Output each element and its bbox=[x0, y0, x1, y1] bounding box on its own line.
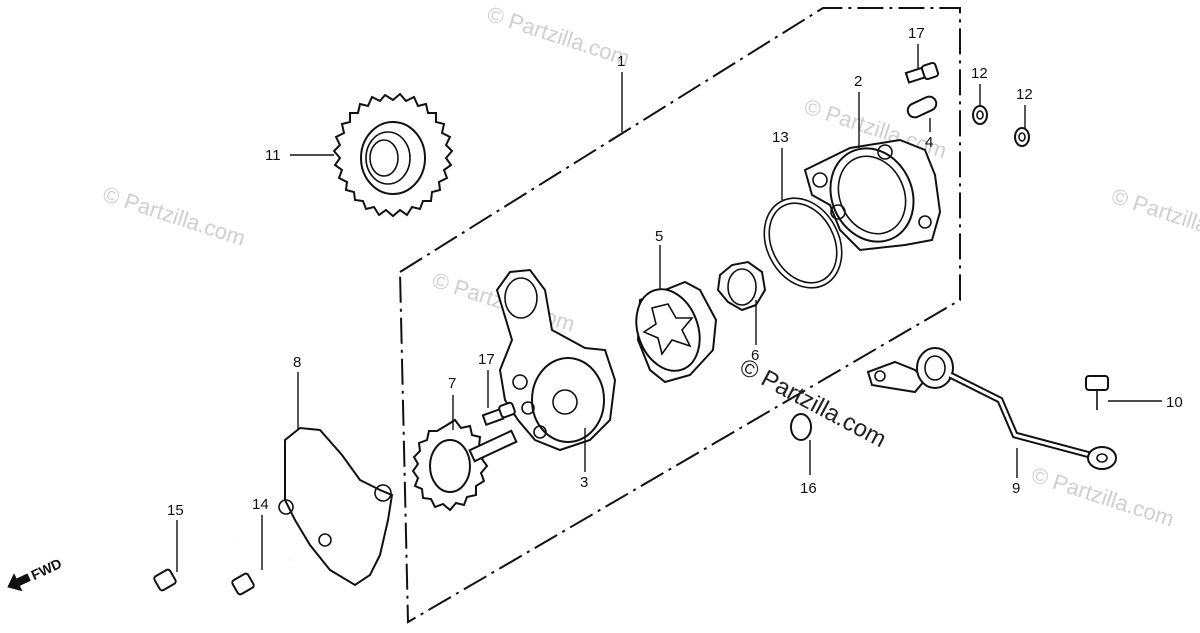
center-watermark: © Partzilla.com bbox=[735, 353, 890, 453]
callout-9: 9 bbox=[1012, 480, 1020, 497]
callout-7: 7 bbox=[448, 375, 456, 392]
watermark-text: © Partzilla.com bbox=[1029, 462, 1178, 532]
callouts: 1 2 3 4 5 6 7 8 9 10 11 12 12 13 14 15 1… bbox=[167, 25, 1183, 519]
callout-15: 15 bbox=[167, 502, 184, 519]
watermark-layer: © Partzilla.com © Partzilla.com © Partzi… bbox=[100, 1, 1200, 532]
callout-11: 11 bbox=[265, 147, 281, 164]
callout-5: 5 bbox=[655, 228, 663, 245]
screw-17-lower bbox=[481, 401, 516, 427]
bolt-15 bbox=[153, 537, 240, 592]
callout-2: 2 bbox=[854, 73, 862, 90]
watermark-text: © Partzilla.com bbox=[100, 181, 249, 251]
bolt-10 bbox=[1085, 375, 1109, 410]
outer-rotor-5 bbox=[635, 280, 718, 384]
cover-8 bbox=[278, 426, 394, 587]
washer-12-a bbox=[972, 105, 988, 125]
inner-rotor-6 bbox=[716, 260, 767, 312]
plug-16 bbox=[790, 407, 832, 441]
leader-lines bbox=[176, 44, 1162, 572]
callout-10: 10 bbox=[1166, 394, 1183, 411]
watermark-text: © Partzilla.com bbox=[484, 1, 633, 71]
bolt-14 bbox=[231, 557, 292, 596]
pump-body-3 bbox=[495, 268, 617, 452]
pump-cover-2 bbox=[803, 138, 942, 252]
fwd-label: FWD bbox=[28, 555, 64, 583]
washer-12-b bbox=[1014, 127, 1030, 147]
callout-12-b: 12 bbox=[1016, 86, 1033, 103]
dowel-pin-4 bbox=[906, 95, 938, 119]
gear-7 bbox=[411, 418, 518, 512]
callout-3: 3 bbox=[580, 474, 588, 491]
screw-17-upper bbox=[904, 61, 940, 84]
callout-17-b: 17 bbox=[478, 351, 495, 368]
callout-17-a: 17 bbox=[908, 25, 925, 42]
watermark-text: © Partzilla.com bbox=[1109, 183, 1200, 253]
callout-1: 1 bbox=[617, 53, 625, 70]
callout-4: 4 bbox=[925, 134, 933, 151]
callout-13: 13 bbox=[772, 129, 789, 146]
o-ring-13 bbox=[763, 197, 843, 289]
callout-8: 8 bbox=[293, 354, 301, 371]
pipe-9 bbox=[866, 347, 1117, 470]
callout-14: 14 bbox=[252, 496, 269, 513]
callout-16: 16 bbox=[800, 480, 817, 497]
fwd-indicator: FWD bbox=[7, 555, 64, 592]
gear-11 bbox=[332, 92, 454, 218]
assembly-boundary bbox=[398, 7, 961, 624]
callout-12-a: 12 bbox=[971, 65, 988, 82]
callout-6: 6 bbox=[751, 347, 759, 364]
fwd-arrow-icon bbox=[7, 573, 31, 592]
